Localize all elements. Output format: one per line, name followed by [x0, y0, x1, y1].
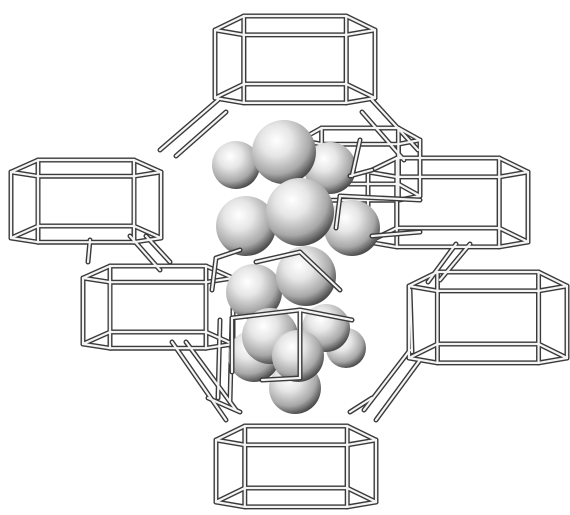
framework-edge [83, 332, 110, 344]
framework-edge [215, 84, 244, 98]
framework-edge [398, 184, 420, 196]
framework-edge [216, 426, 245, 440]
framework-edge [346, 16, 375, 30]
framework-edge [206, 266, 233, 278]
framework-edge [347, 426, 376, 440]
framework-edge [347, 488, 376, 502]
framework-edge [216, 488, 245, 502]
framework-edge [346, 84, 375, 98]
framework-edge [215, 16, 244, 30]
framework-edge [83, 266, 110, 278]
atom-sphere [266, 178, 334, 246]
framework-edge [499, 158, 528, 172]
framework-edge [11, 226, 38, 238]
framework-edge [11, 160, 38, 172]
framework-edge [134, 160, 161, 172]
framework-edge [539, 344, 567, 358]
atom-sphere [252, 120, 316, 184]
framework-edge [539, 272, 567, 286]
framework-edge [499, 228, 528, 242]
